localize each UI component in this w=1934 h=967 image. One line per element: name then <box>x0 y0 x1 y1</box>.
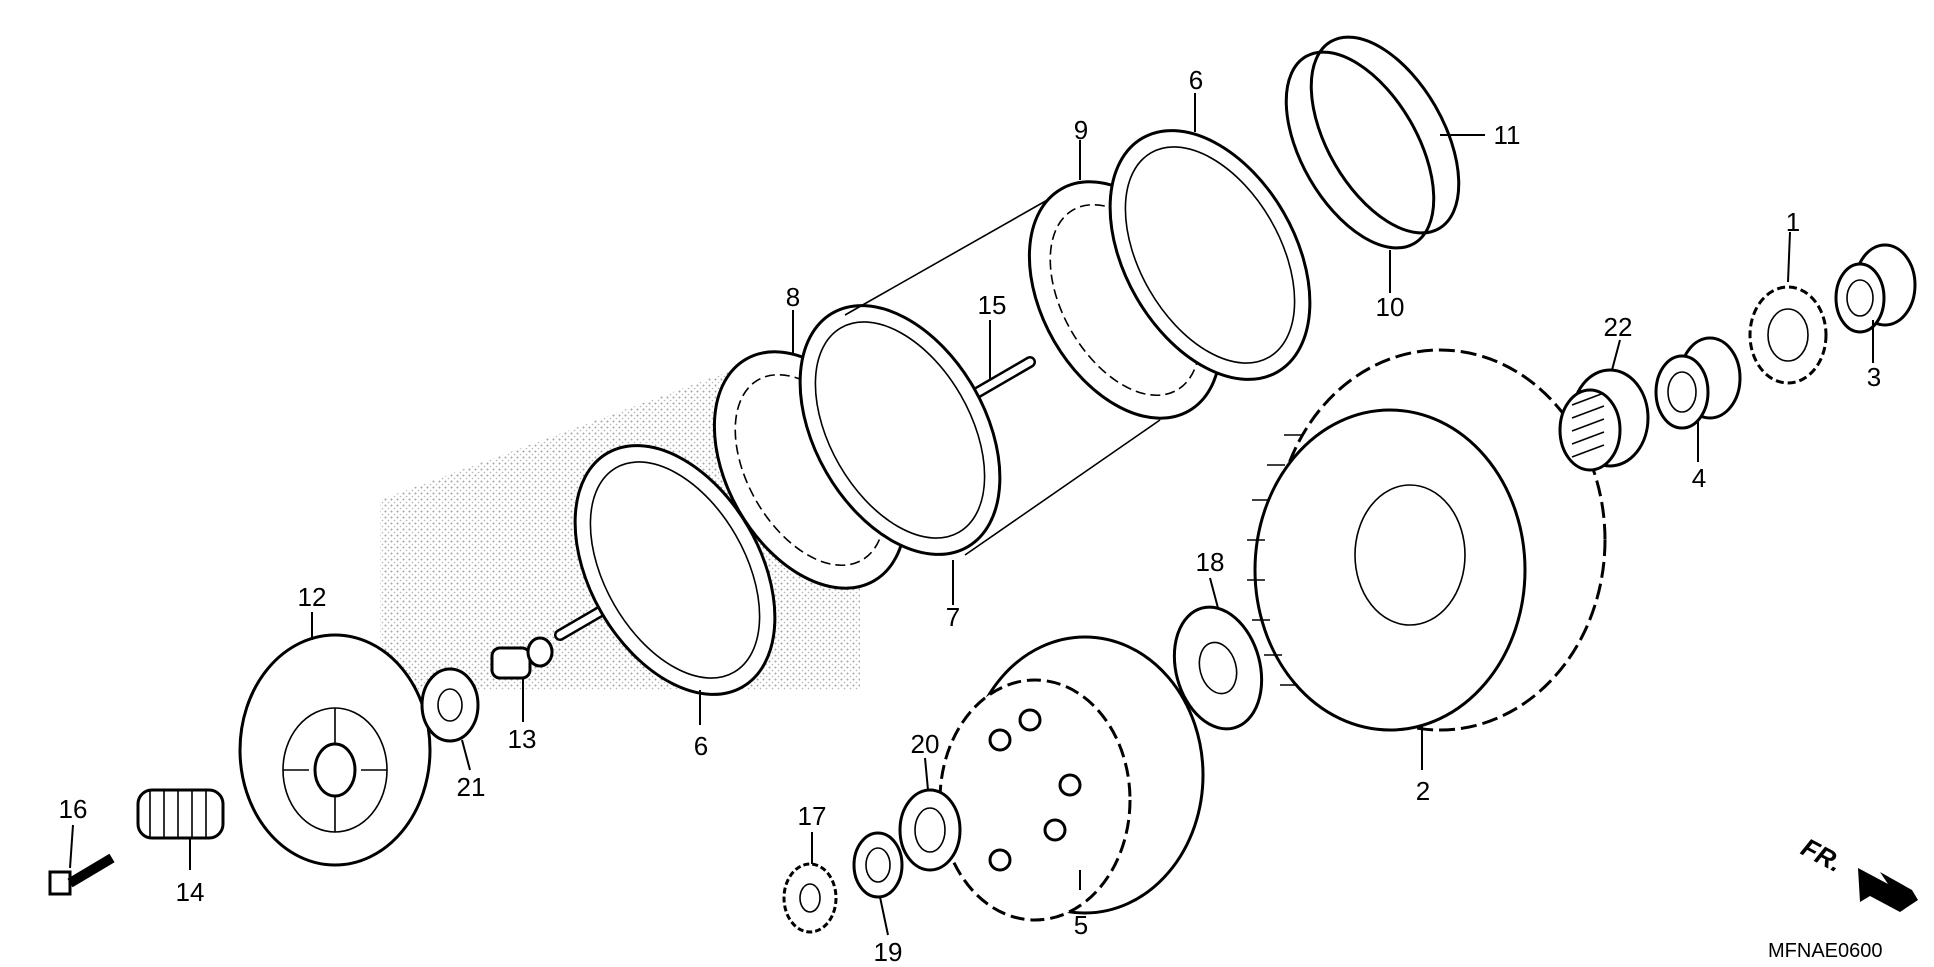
callout-12: 12 <box>297 582 327 612</box>
washer-part-20 <box>898 788 962 872</box>
callout-4: 4 <box>1691 463 1707 493</box>
callout-16: 16 <box>58 794 88 824</box>
bolt-part-16 <box>48 853 115 896</box>
collar-part-4 <box>1654 336 1742 430</box>
callout-19: 19 <box>873 937 903 967</box>
spring-part-14 <box>136 788 225 840</box>
callout-1: 1 <box>1785 207 1801 237</box>
callout-15: 15 <box>977 290 1007 320</box>
clutch-center-part-5 <box>938 635 1205 922</box>
diagram-code: MFNAE0600 <box>1768 940 1883 962</box>
callout-3: 3 <box>1866 362 1882 392</box>
wire-ring-part-11 <box>1309 35 1461 235</box>
callout-9: 9 <box>1073 115 1089 145</box>
callout-2: 2 <box>1415 776 1431 806</box>
oil-pump-drive-sprocket-part-1 <box>1748 285 1828 385</box>
callout-20: 20 <box>910 729 940 759</box>
clutch-outer-part-2 <box>1247 348 1607 732</box>
callout-7: 7 <box>945 602 961 632</box>
callout-5: 5 <box>1073 910 1089 940</box>
callout-13: 13 <box>507 724 537 754</box>
washer-part-18 <box>1172 605 1264 731</box>
washer-part-19 <box>852 831 904 899</box>
leader-lines <box>69 93 1874 936</box>
callout-6-lower: 6 <box>693 731 709 761</box>
callout-14: 14 <box>175 877 205 907</box>
callout-10: 10 <box>1375 292 1405 322</box>
callout-11: 11 <box>1493 120 1521 150</box>
friction-disc-part-7 <box>798 304 1002 556</box>
friction-disc-part-6-upper <box>1108 129 1312 381</box>
needle-bearing-part-22 <box>1558 368 1650 472</box>
callout-18: 18 <box>1195 547 1225 577</box>
lifter-piece-part-13 <box>490 636 554 680</box>
callout-8: 8 <box>785 282 801 312</box>
collar-part-3 <box>1834 243 1917 334</box>
callout-6-upper: 6 <box>1188 65 1204 95</box>
wire-ring-part-10 <box>1284 50 1436 250</box>
callout-17: 17 <box>797 801 827 831</box>
pressure-plate-part-12 <box>238 633 432 867</box>
bearing-part-21 <box>420 667 480 743</box>
callout-21: 21 <box>456 772 486 802</box>
callout-22: 22 <box>1603 312 1633 342</box>
front-direction-arrow-icon <box>1858 868 1918 912</box>
locknut-part-17 <box>782 862 838 934</box>
